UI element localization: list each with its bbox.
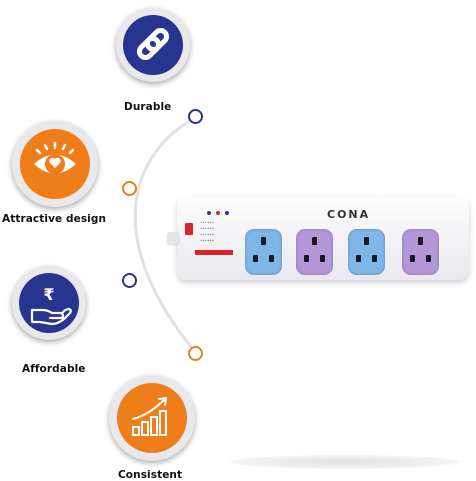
durable-label: Durable	[124, 101, 172, 113]
power-cord-stub	[167, 232, 179, 244]
link-icon	[136, 27, 170, 61]
affordable-badge: ₹	[12, 266, 86, 340]
socket-3	[348, 229, 385, 275]
brand-logo: CONA	[327, 208, 371, 221]
indicator-led-3	[225, 211, 229, 215]
svg-text:₹: ₹	[43, 285, 54, 304]
brand-sticker	[195, 250, 233, 255]
eye-heart-icon	[34, 141, 76, 174]
rupee-hand-icon: ₹	[30, 285, 72, 326]
socket-1	[245, 229, 282, 275]
affordable-label: Affordable	[22, 363, 86, 375]
spec-text: ••••••••••••••••••••••••	[200, 220, 215, 243]
consistent-badge	[109, 375, 195, 461]
attractive-design-badge	[12, 121, 98, 207]
socket-4	[402, 229, 439, 275]
socket-2	[296, 229, 333, 275]
arc-node-3	[122, 273, 137, 288]
indicator-led-2	[216, 211, 220, 215]
indicator-led-1	[207, 211, 211, 215]
consistent-label: Consistent	[118, 469, 183, 481]
arc-node-2	[122, 181, 137, 196]
durable-badge	[116, 8, 190, 82]
arc-node-4	[188, 346, 203, 361]
product-shadow	[230, 455, 460, 469]
master-switch	[185, 223, 193, 235]
arc-node-1	[188, 109, 203, 124]
attractive-design-label: Attractive design	[2, 213, 107, 225]
growth-chart-icon	[132, 397, 167, 436]
